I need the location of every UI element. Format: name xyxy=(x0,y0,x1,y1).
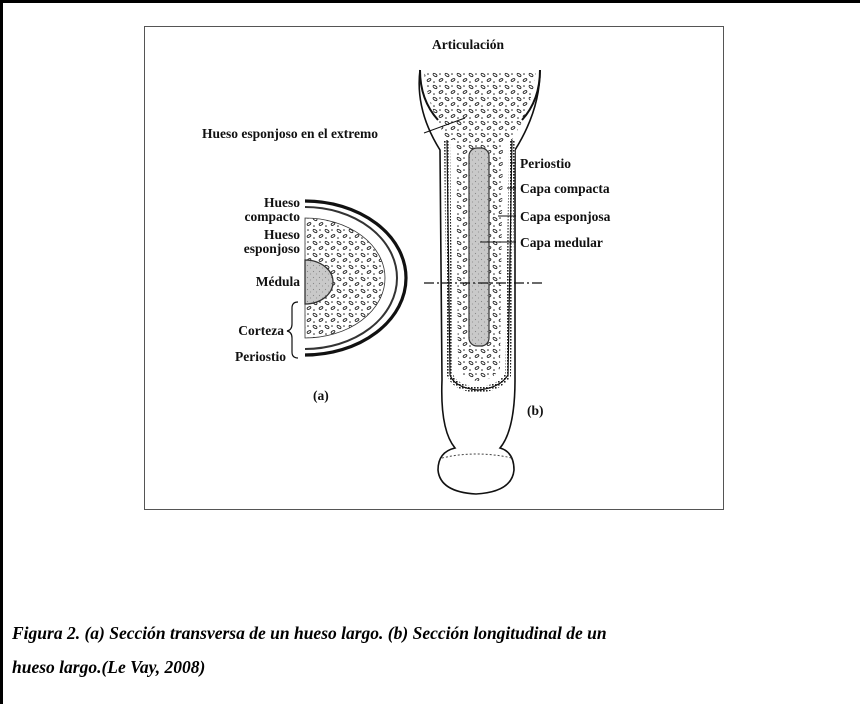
label-periostio-b: Periostio xyxy=(520,157,571,171)
transverse-section xyxy=(287,201,406,358)
medullary-cavity-b xyxy=(469,148,489,346)
label-capa-esponjosa: Capa esponjosa xyxy=(520,210,610,224)
label-panel-a: (a) xyxy=(313,389,329,403)
label-periostio-a: Periostio xyxy=(180,350,286,364)
label-hueso-compacto-1: Hueso xyxy=(200,196,300,210)
cortex-brace xyxy=(287,302,298,358)
label-capa-medular: Capa medular xyxy=(520,236,603,250)
longitudinal-section xyxy=(419,70,545,494)
caption-line-1: Figura 2. (a) Sección transversa de un h… xyxy=(12,616,858,650)
label-hueso-esponjoso-1: Hueso xyxy=(200,228,300,242)
label-corteza: Corteza xyxy=(180,324,284,338)
label-articulacion: Articulación xyxy=(432,38,504,52)
figure-caption: Figura 2. (a) Sección transversa de un h… xyxy=(12,616,858,684)
label-panel-b: (b) xyxy=(527,404,544,418)
label-hueso-compacto-2: compacto xyxy=(200,210,300,224)
caption-line-2: hueso largo.(Le Vay, 2008) xyxy=(12,650,858,684)
label-capa-compacta: Capa compacta xyxy=(520,182,610,196)
label-hueso-esponjoso-extremo: Hueso esponjoso en el extremo xyxy=(202,127,378,141)
label-hueso-esponjoso-2: esponjoso xyxy=(200,242,300,256)
label-medula: Médula xyxy=(200,275,300,289)
